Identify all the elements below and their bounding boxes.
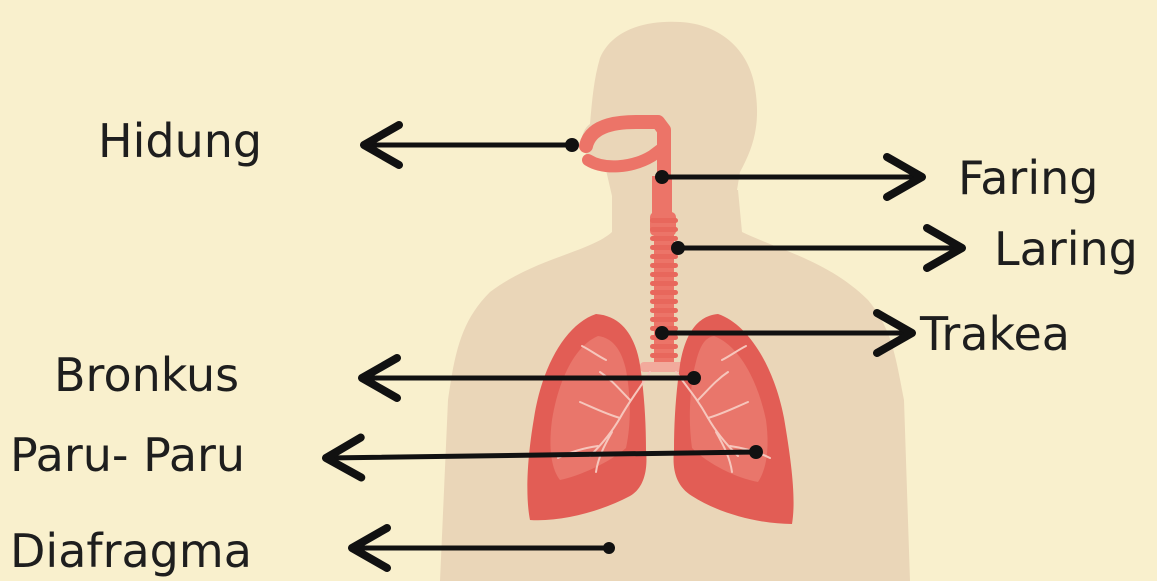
trachea-bifurcation (640, 362, 686, 372)
label-trakea: Trakea (920, 311, 1070, 357)
dot-trakea (655, 326, 669, 340)
label-bronkus: Bronkus (54, 352, 239, 398)
trachea-ring (650, 290, 678, 295)
trachea-ring (650, 344, 678, 349)
trachea-ring (650, 317, 678, 322)
trachea-ring (650, 218, 678, 223)
trachea-ring (650, 272, 678, 277)
trachea-ring (650, 308, 678, 313)
dot-faring (655, 170, 669, 184)
dot-bronkus (687, 371, 701, 385)
trachea-ring (650, 236, 678, 241)
trachea-ring (650, 263, 678, 268)
label-faring: Faring (958, 155, 1098, 201)
trachea-ring (650, 353, 678, 358)
trachea-ring (650, 227, 678, 232)
trachea-ring (650, 299, 678, 304)
trachea-ring (650, 254, 678, 259)
label-diafragma: Diafragma (10, 528, 252, 574)
trachea-ring (650, 281, 678, 286)
dot-diafragma (603, 542, 615, 554)
label-paru-paru: Paru- Paru (10, 432, 245, 478)
dot-hidung (565, 138, 579, 152)
dot-laring (671, 241, 685, 255)
larynx-tube (650, 212, 676, 236)
label-laring: Laring (994, 226, 1138, 272)
dot-paru-paru (749, 445, 763, 459)
label-hidung: Hidung (98, 118, 262, 164)
